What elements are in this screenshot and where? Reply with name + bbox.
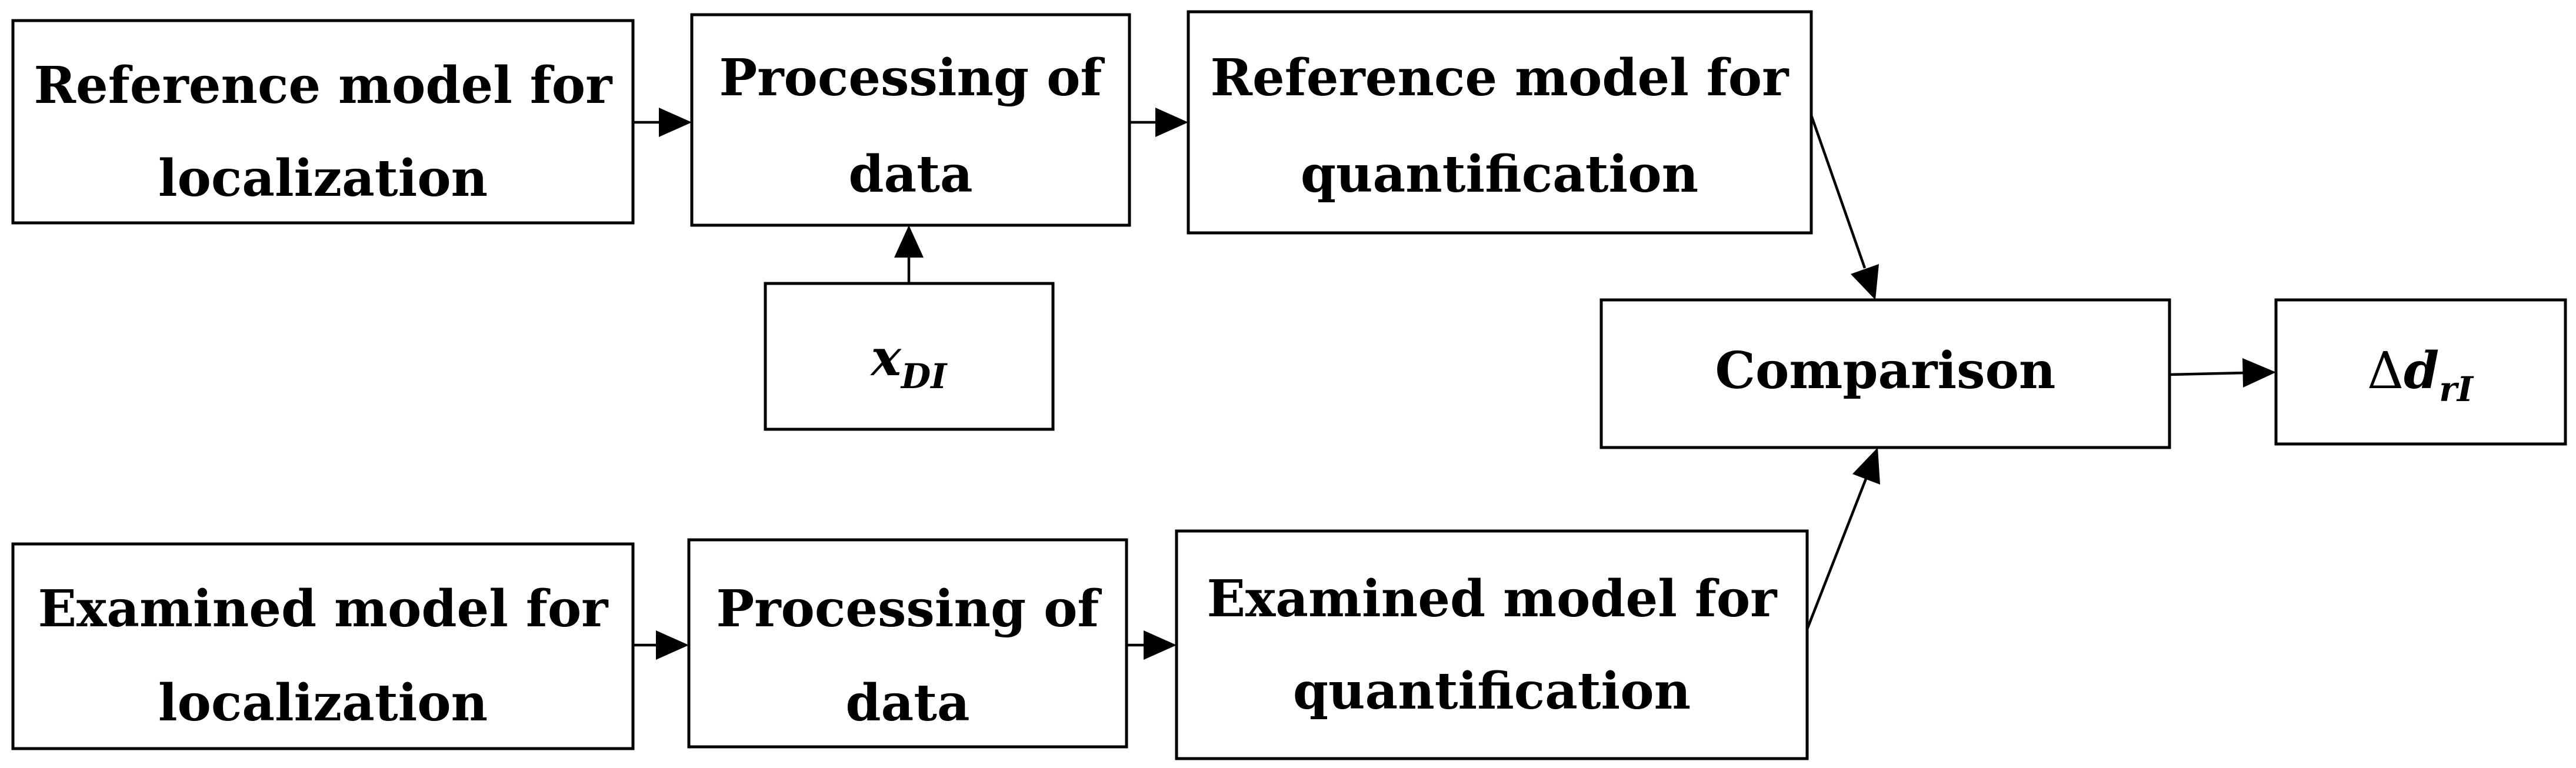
node-processing-data-bottom: Processing of data — [687, 538, 1128, 749]
node-reference-model-localization: Reference model for localization — [11, 19, 635, 225]
node-label-line-1: Reference model for — [1211, 48, 1790, 108]
arrow-exam-loc-to-processing — [633, 630, 689, 660]
node-label-line-2: localization — [158, 149, 488, 208]
node-examined-model-localization: Examined model for localization — [11, 542, 635, 750]
node-reference-model-quantification: Reference model for quantification — [1187, 10, 1813, 235]
node-x-di-label: xDI — [870, 328, 948, 396]
node-label-line-1: Processing of — [717, 579, 1102, 639]
node-label-line-1: Comparison — [1715, 341, 2056, 400]
arrow-ref-quant-to-comparison — [1809, 115, 1879, 300]
node-label-line-2: quantification — [1301, 145, 1698, 204]
node-label-line-2: localization — [158, 673, 488, 733]
node-label-line-1: Examined model for — [1207, 569, 1778, 629]
arrow-processing-to-ref-quant — [1129, 108, 1188, 137]
arrow-ref-loc-to-processing — [633, 108, 692, 137]
node-result-delta-d: ΔdrI — [2274, 298, 2567, 446]
arrow-comparison-to-result — [2169, 358, 2276, 388]
arrow-exam-quant-to-comparison — [1805, 448, 1880, 630]
arrow-processing-to-exam-quant — [1127, 630, 1177, 660]
node-label-line-1: Examined model for — [38, 579, 609, 639]
node-label-line-2: data — [845, 673, 969, 733]
node-label-line-2: quantification — [1293, 662, 1691, 721]
node-x-di-input: xDI — [764, 282, 1055, 431]
node-comparison: Comparison — [1599, 298, 2171, 449]
node-label-line-2: data — [848, 145, 972, 204]
node-label-line-1: Processing of — [719, 48, 1105, 108]
node-result-label: ΔdrI — [2367, 341, 2474, 409]
node-label-line-1: Reference model for — [34, 56, 614, 115]
node-processing-data-top: Processing of data — [690, 13, 1131, 227]
arrow-x-di-to-processing — [894, 225, 924, 283]
node-examined-model-quantification: Examined model for quantification — [1175, 529, 1809, 760]
